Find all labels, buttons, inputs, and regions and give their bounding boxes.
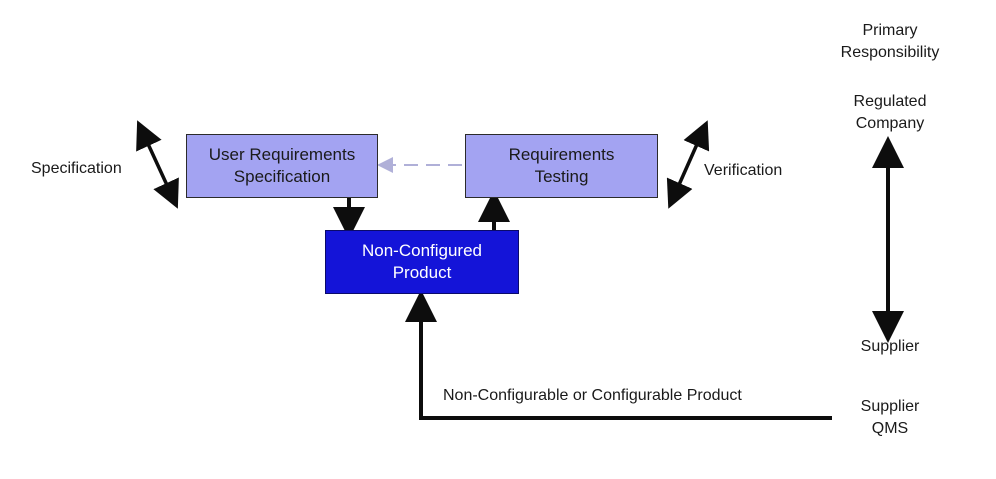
primary-responsibility-line1: Primary <box>862 22 918 39</box>
urs-box: User Requirements Specification <box>186 134 378 198</box>
requirements-testing-box: Requirements Testing <box>465 134 658 198</box>
urs-box-line2: Specification <box>233 167 331 186</box>
supplier-qms-line2: QMS <box>871 420 909 437</box>
supplier-qms-label: Supplier QMS <box>820 396 960 440</box>
regulated-company-line1: Regulated <box>853 93 927 110</box>
requirements-testing-line2: Testing <box>534 167 589 186</box>
regulated-company-line2: Company <box>855 115 925 132</box>
verification-arrow <box>666 120 710 209</box>
verification-label: Verification <box>704 162 783 179</box>
qms-to-product-arrow <box>405 290 832 420</box>
supplier-label: Supplier <box>860 338 920 355</box>
non-configured-product-line1: Non-Configured <box>361 241 482 260</box>
product-flow-label: Non-Configurable or Configurable Product <box>443 387 742 404</box>
regulated-company-label: Regulated Company <box>820 91 960 135</box>
specification-label: Specification <box>31 160 122 177</box>
requirements-testing-line1: Requirements <box>508 145 615 164</box>
primary-responsibility-heading: Primary Responsibility <box>820 20 960 64</box>
non-configured-product-line2: Product <box>392 263 452 282</box>
primary-responsibility-line2: Responsibility <box>840 44 940 61</box>
non-configured-product-box: Non-Configured Product <box>325 230 519 294</box>
specification-arrow <box>136 120 179 209</box>
urs-box-line1: User Requirements <box>208 145 356 164</box>
supplier-qms-line1: Supplier <box>860 398 920 415</box>
